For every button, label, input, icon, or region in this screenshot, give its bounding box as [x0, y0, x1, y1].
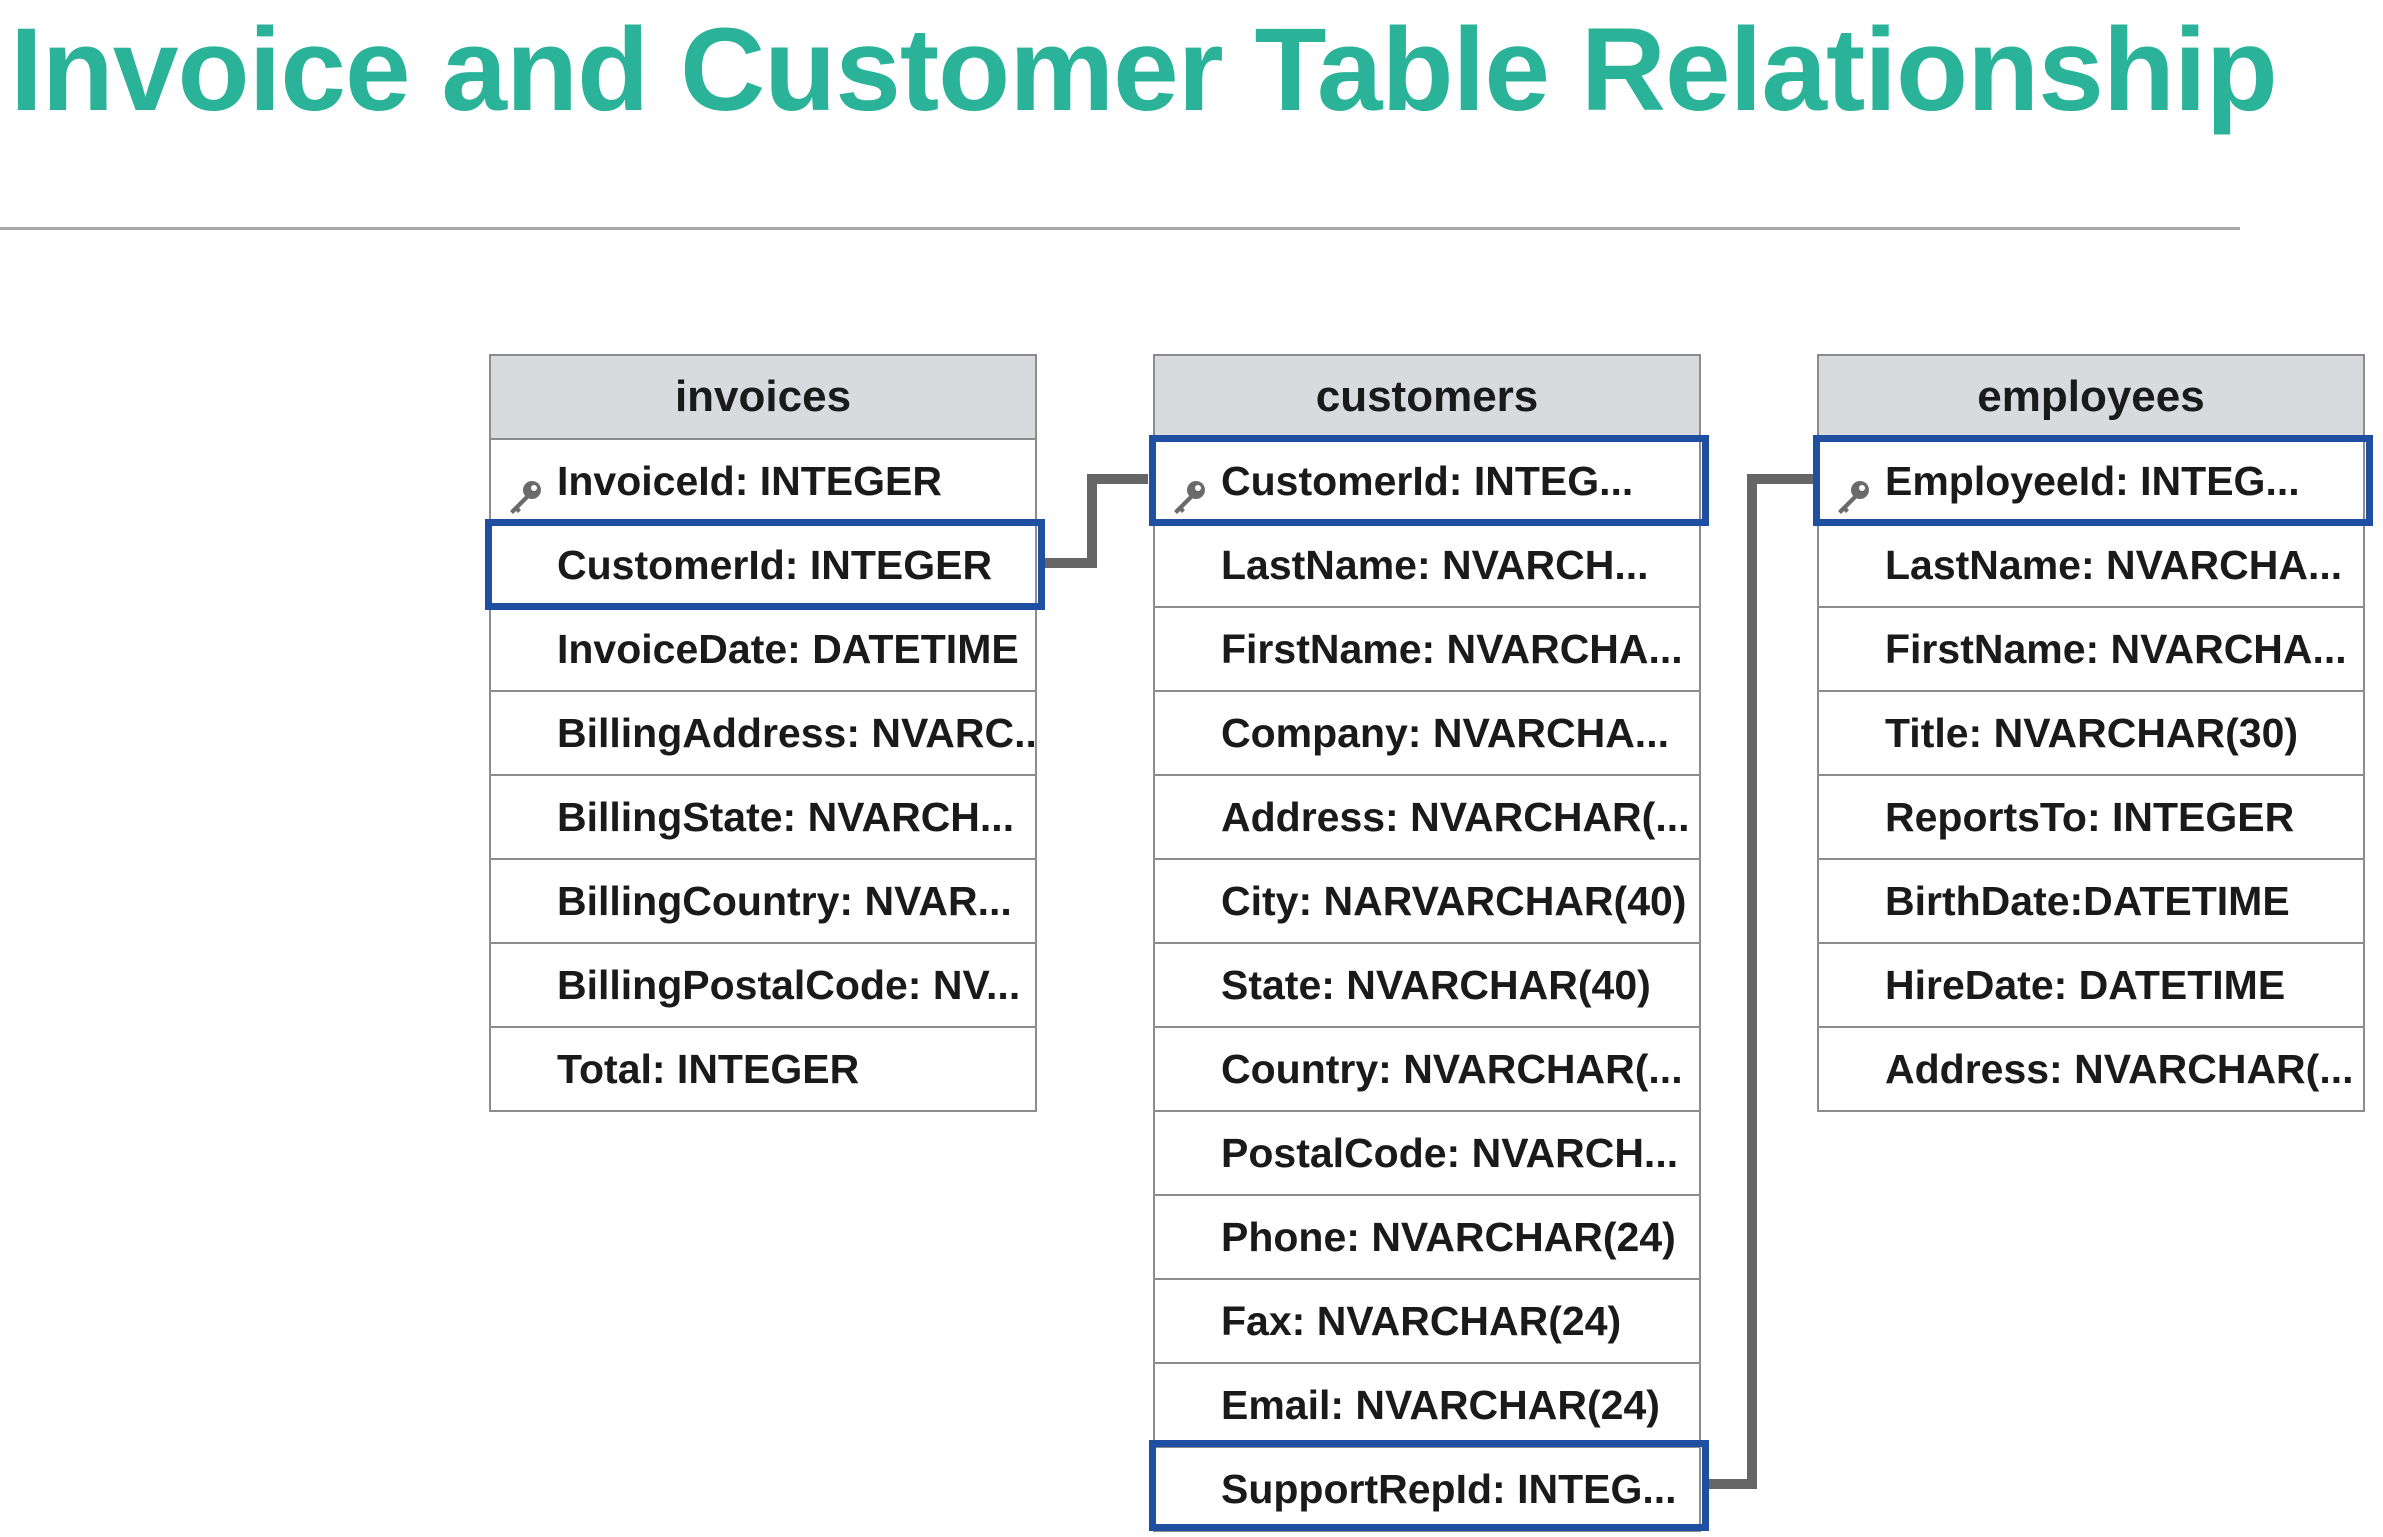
column-label: BillingPostalCode: NV... [557, 962, 1021, 1008]
column-row: Address: NVARCHAR(... [1155, 776, 1699, 860]
column-label: CustomerId: INTEGER [557, 542, 993, 588]
column-row: Fax: NVARCHAR(24) [1155, 1280, 1699, 1364]
column-row: Country: NVARCHAR(... [1155, 1028, 1699, 1112]
table-employees: employees EmployeeId: INTEG... LastName: … [1817, 354, 2365, 1112]
column-label: Fax: NVARCHAR(24) [1221, 1298, 1622, 1344]
column-row: InvoiceDate: DATETIME [491, 608, 1035, 692]
column-label: Phone: NVARCHAR(24) [1221, 1214, 1676, 1260]
column-row: State: NVARCHAR(40) [1155, 944, 1699, 1028]
column-row: ReportsTo: INTEGER [1819, 776, 2363, 860]
table-customers: customers CustomerId: INTEG... LastName: … [1153, 354, 1701, 1532]
column-row: City: NARVARCHAR(40) [1155, 860, 1699, 944]
column-row: LastName: NVARCH... [1155, 524, 1699, 608]
column-row: EmployeeId: INTEG... [1819, 440, 2363, 524]
column-label: Address: NVARCHAR(... [1885, 1046, 2354, 1092]
column-label: BillingState: NVARCH... [557, 794, 1015, 840]
column-label: LastName: NVARCHA... [1885, 542, 2343, 588]
column-label: BillingAddress: NVARC... [557, 710, 1035, 756]
connector-customers-employees [1702, 474, 1814, 1489]
key-icon [1169, 462, 1209, 514]
column-row: HireDate: DATETIME [1819, 944, 2363, 1028]
table-header-invoices: invoices [491, 356, 1035, 440]
column-row: SupportRepId: INTEG... [1155, 1448, 1699, 1530]
column-row: Email: NVARCHAR(24) [1155, 1364, 1699, 1448]
column-label: Company: NVARCHA... [1221, 710, 1669, 756]
column-label: Address: NVARCHAR(... [1221, 794, 1690, 840]
column-label: Total: INTEGER [557, 1046, 860, 1092]
column-label: LastName: NVARCH... [1221, 542, 1649, 588]
key-icon [505, 462, 545, 514]
connector-invoices-customers [1040, 474, 1148, 568]
column-row: Total: INTEGER [491, 1028, 1035, 1110]
column-label: HireDate: DATETIME [1885, 962, 2286, 1008]
column-label: BillingCountry: NVAR... [557, 878, 1012, 924]
column-label: Title: NVARCHAR(30) [1885, 710, 2299, 756]
column-row: BirthDate:DATETIME [1819, 860, 2363, 944]
column-row: CustomerId: INTEGER [491, 524, 1035, 608]
column-label: InvoiceDate: DATETIME [557, 626, 1019, 672]
key-icon [1833, 462, 1873, 514]
table-header-employees: employees [1819, 356, 2363, 440]
column-label: FirstName: NVARCHA... [1885, 626, 2347, 672]
column-label: State: NVARCHAR(40) [1221, 962, 1651, 1008]
column-row: InvoiceId: INTEGER [491, 440, 1035, 524]
table-invoices: invoices InvoiceId: INTEGER CustomerId: I… [489, 354, 1037, 1112]
column-row: BillingState: NVARCH... [491, 776, 1035, 860]
column-row: BillingCountry: NVAR... [491, 860, 1035, 944]
column-row: LastName: NVARCHA... [1819, 524, 2363, 608]
column-label: PostalCode: NVARCH... [1221, 1130, 1679, 1176]
column-row: CustomerId: INTEG... [1155, 440, 1699, 524]
column-row: FirstName: NVARCHA... [1819, 608, 2363, 692]
column-label: SupportRepId: INTEG... [1221, 1466, 1677, 1512]
title-divider [0, 227, 2240, 230]
column-row: Phone: NVARCHAR(24) [1155, 1196, 1699, 1280]
column-row: Company: NVARCHA... [1155, 692, 1699, 776]
column-label: InvoiceId: INTEGER [557, 458, 942, 504]
column-row: BillingPostalCode: NV... [491, 944, 1035, 1028]
column-row: FirstName: NVARCHA... [1155, 608, 1699, 692]
column-label: BirthDate:DATETIME [1885, 878, 2290, 924]
column-label: Country: NVARCHAR(... [1221, 1046, 1683, 1092]
column-row: PostalCode: NVARCH... [1155, 1112, 1699, 1196]
slide-title: Invoice and Customer Table Relationship [10, 4, 2278, 136]
column-row: Title: NVARCHAR(30) [1819, 692, 2363, 776]
column-row: Address: NVARCHAR(... [1819, 1028, 2363, 1110]
column-label: CustomerId: INTEG... [1221, 458, 1634, 504]
column-label: FirstName: NVARCHA... [1221, 626, 1683, 672]
column-label: City: NARVARCHAR(40) [1221, 878, 1687, 924]
column-label: ReportsTo: INTEGER [1885, 794, 2295, 840]
table-header-customers: customers [1155, 356, 1699, 440]
column-label: EmployeeId: INTEG... [1885, 458, 2300, 504]
column-label: Email: NVARCHAR(24) [1221, 1382, 1660, 1428]
column-row: BillingAddress: NVARC... [491, 692, 1035, 776]
